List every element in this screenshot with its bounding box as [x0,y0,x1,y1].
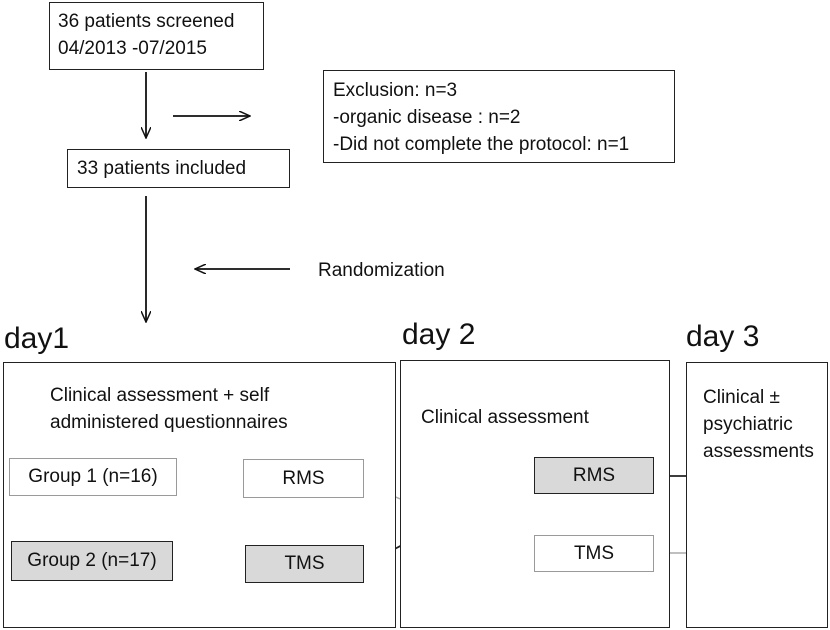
day2-rms-box: RMS [534,457,654,494]
exclusion-box: Exclusion: n=3 -organic disease : n=2 -D… [323,70,675,163]
screening-period: 04/2013 -07/2015 [58,38,207,59]
day2-tms-label: TMS [573,542,615,564]
day2-title: day 2 [402,318,476,351]
group1-box: Group 1 (n=16) [9,458,177,496]
day1-assessment-line1: Clinical assessment + self [50,385,270,406]
day1-tms-box: TMS [245,545,364,583]
day2-assessment: Clinical assessment [421,407,589,428]
group2-label: Group 2 (n=17) [27,550,157,571]
day2-rms-label: RMS [572,464,616,486]
group2-box: Group 2 (n=17) [11,541,173,581]
day1-rms-box: RMS [243,459,364,498]
day3-assessment-line1: Clinical ± [703,387,780,408]
exclusion-incomplete: -Did not complete the protocol: n=1 [333,134,630,155]
day1-assessment-line2: administered questionnaires [50,412,288,433]
included-count: 33 patients included [77,158,247,179]
day3-title: day 3 [686,320,760,353]
day2-panel [400,360,670,628]
day2-tms-box: TMS [534,535,654,572]
exclusion-organic: -organic disease : n=2 [333,107,521,128]
day1-tms-label: TMS [284,553,325,574]
screening-count: 36 patients screened [58,11,235,32]
day3-assessment-line3: assessments [703,441,814,462]
day1-rms-label: RMS [282,467,325,489]
screening-box: 36 patients screened 04/2013 -07/2015 [49,2,264,70]
randomization-label: Randomization [318,260,445,281]
day3-assessment-line2: psychiatric [703,414,793,435]
included-box: 33 patients included [67,149,290,188]
day3-panel [686,362,828,628]
exclusion-total: Exclusion: n=3 [333,80,458,101]
group1-label: Group 1 (n=16) [28,466,158,487]
day1-title: day1 [4,322,70,355]
